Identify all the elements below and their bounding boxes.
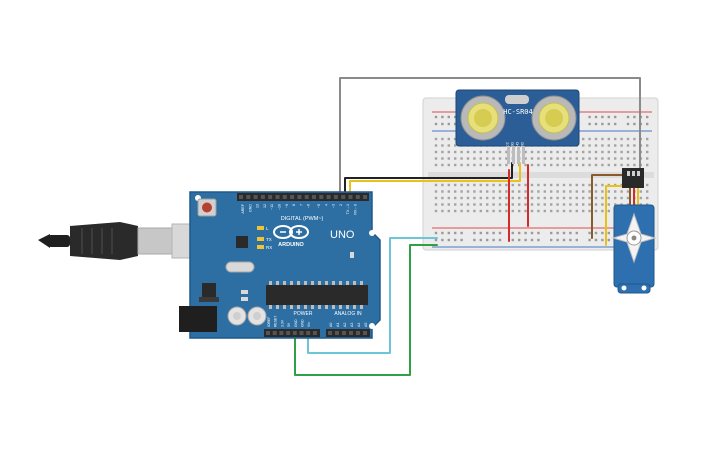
dc-power-jack[interactable] <box>179 306 217 332</box>
analog-pin-label: A3 <box>350 323 354 327</box>
digital-pin-label: ~9 <box>285 204 289 208</box>
usb-plug <box>137 227 173 255</box>
power-pin-label: 3.3V <box>280 319 284 327</box>
led-tx <box>257 237 264 241</box>
uno-label: UNO <box>330 229 355 241</box>
power-pin-label: Vin <box>307 322 311 327</box>
voltage-regulator <box>199 283 219 302</box>
wire-cyan[interactable] <box>307 237 438 354</box>
digital-pin-label: TX→1 <box>346 204 350 214</box>
analog-label: ANALOG IN <box>334 311 362 317</box>
capacitors <box>227 306 267 326</box>
ultrasonic-sensor[interactable]: HC-SR04 VCCTRIGECHOGND <box>455 89 580 164</box>
power-header <box>264 329 320 337</box>
digital-pin-label: 13 <box>256 204 260 208</box>
arduino-logo <box>273 225 309 239</box>
breadboard-center-gap <box>428 172 654 178</box>
digital-pin-label: 2 <box>339 204 343 206</box>
power-pin-label: GND <box>301 319 305 327</box>
reset-button[interactable] <box>197 198 217 217</box>
digital-pin-label: ~11 <box>270 204 274 210</box>
digital-pin-label: GND <box>248 204 252 212</box>
digital-pin-label: 12 <box>263 204 267 208</box>
digital-pin-label: AREF <box>241 203 245 213</box>
wire-brown[interactable] <box>591 174 631 239</box>
sensor-transducer-right <box>531 95 577 141</box>
analog-pin-label: A0 <box>329 323 333 327</box>
digital-pin-label: RX←0 <box>354 204 358 215</box>
brand-label: ARDUINO <box>278 242 304 248</box>
wire-green[interactable] <box>294 244 438 376</box>
sensor-model-label: HC-SR04 <box>503 108 533 116</box>
sensor-pin-label: GND <box>521 141 525 149</box>
wire-black[interactable] <box>344 162 513 194</box>
power-pin-label: IOREF <box>267 317 271 327</box>
digital-pin-label: ~5 <box>317 204 321 208</box>
power-pin-label: RESET <box>274 316 278 327</box>
usb-chip <box>236 236 248 248</box>
led-l-label: L <box>266 226 269 231</box>
analog-pin-label: A5 <box>364 323 368 327</box>
servo-motor[interactable] <box>611 168 657 294</box>
led-tx-label: TX <box>266 237 272 242</box>
digital-pin-label: 7 <box>299 204 303 206</box>
wire-gray[interactable] <box>339 77 641 194</box>
power-pin-label: GND <box>294 319 298 327</box>
digital-pin-label: 8 <box>292 204 296 206</box>
led-rx <box>257 245 264 249</box>
power-pin-label: 5V <box>287 322 291 327</box>
digital-pin-label: ~3 <box>332 204 336 208</box>
digital-header <box>237 193 369 201</box>
wires <box>294 77 641 376</box>
sensor-pin-label: VCC <box>506 141 510 148</box>
digital-pin-label: ~10 <box>278 204 282 210</box>
digital-pin-label: ~6 <box>307 204 311 208</box>
usb-cable[interactable] <box>38 222 207 260</box>
analog-pin-label: A1 <box>336 323 340 327</box>
analog-pin-label: A4 <box>357 323 361 327</box>
analog-header <box>326 329 370 337</box>
led-l <box>257 226 264 230</box>
digital-pin-label: 4 <box>324 204 328 206</box>
servo-horn <box>611 212 657 264</box>
crystal-oscillator <box>225 261 255 273</box>
atmega-chip <box>266 281 368 309</box>
sensor-pins <box>507 146 525 164</box>
power-label: POWER <box>294 311 313 317</box>
analog-pin-label: A2 <box>343 323 347 327</box>
sensor-transducer-left <box>460 95 506 141</box>
sensor-crystal <box>505 95 529 104</box>
digital-header-label: DIGITAL (PWM~) <box>281 216 324 222</box>
sensor-pin-label: TRIG <box>511 141 515 149</box>
led-rx-label: RX <box>266 245 272 250</box>
wire-yellow-sensor[interactable] <box>349 162 521 194</box>
